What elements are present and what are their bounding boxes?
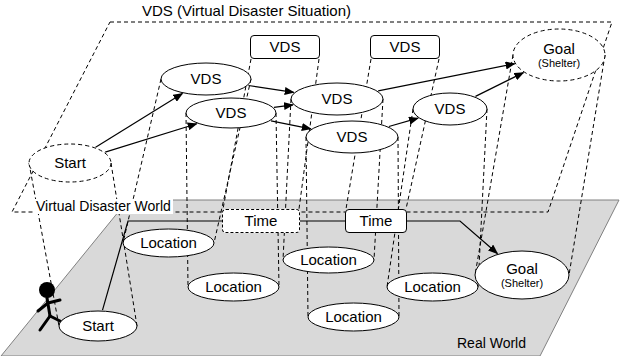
location-ellipse: Location <box>122 228 215 258</box>
node-text: (Shelter) <box>501 277 543 289</box>
connector <box>105 124 197 152</box>
node-text: Time <box>245 213 278 230</box>
vds-ellipse: VDS <box>305 120 399 154</box>
node-text: Goal <box>543 41 575 58</box>
node-text: Location <box>300 252 357 269</box>
node-text: Start <box>54 155 86 172</box>
projection-line <box>29 163 137 326</box>
node-text: Location <box>325 309 382 326</box>
connector <box>274 105 293 108</box>
plane-title: VDS (Virtual Disaster Situation) <box>140 3 353 20</box>
node-text: VDS <box>191 71 222 88</box>
time-box: Time <box>222 209 300 233</box>
connector <box>271 121 311 129</box>
vds-ellipse: VDS <box>160 62 252 96</box>
connector <box>407 221 497 254</box>
projection-line <box>475 55 605 275</box>
connector <box>96 94 183 148</box>
node-text: Start <box>82 318 114 335</box>
node-text: VDS <box>216 105 247 122</box>
location-ellipse: Location <box>307 302 400 332</box>
vds-box: VDS <box>250 35 320 59</box>
location-ellipse: Location <box>282 246 375 274</box>
node-text: VDS <box>270 39 301 56</box>
goal-ellipse: Goal(Shelter) <box>512 28 606 82</box>
virtual-world-plane <box>12 22 612 212</box>
projection-line <box>186 113 279 287</box>
location-ellipse: Location <box>386 272 479 302</box>
node-text: Location <box>404 279 461 296</box>
real-world-plane <box>1 200 619 356</box>
vds-ellipse: VDS <box>290 82 384 116</box>
plane-label: Virtual Disaster World <box>34 199 173 214</box>
vds-ellipse: VDS <box>185 97 277 129</box>
node-text: (Shelter) <box>538 57 580 69</box>
node-text: VDS <box>337 129 368 146</box>
node-text: Time <box>360 213 393 230</box>
node-text: Location <box>205 279 262 296</box>
plane-label: Real World <box>455 336 528 351</box>
connector <box>476 73 524 97</box>
start-ellipse: Start <box>28 143 112 183</box>
vds-box: VDS <box>370 35 440 59</box>
node-text: Goal <box>506 261 538 278</box>
goal-ellipse: Goal(Shelter) <box>474 250 570 300</box>
connector <box>389 118 418 126</box>
vds-ellipse: VDS <box>412 92 488 126</box>
connector <box>249 86 294 93</box>
start-ellipse: Start <box>58 310 138 342</box>
node-text: VDS <box>322 91 353 108</box>
node-text: VDS <box>390 39 421 56</box>
node-text: Location <box>140 235 197 252</box>
projection-line <box>387 109 487 287</box>
location-ellipse: Location <box>187 272 280 302</box>
node-text: VDS <box>435 101 466 118</box>
time-box: Time <box>345 209 407 233</box>
